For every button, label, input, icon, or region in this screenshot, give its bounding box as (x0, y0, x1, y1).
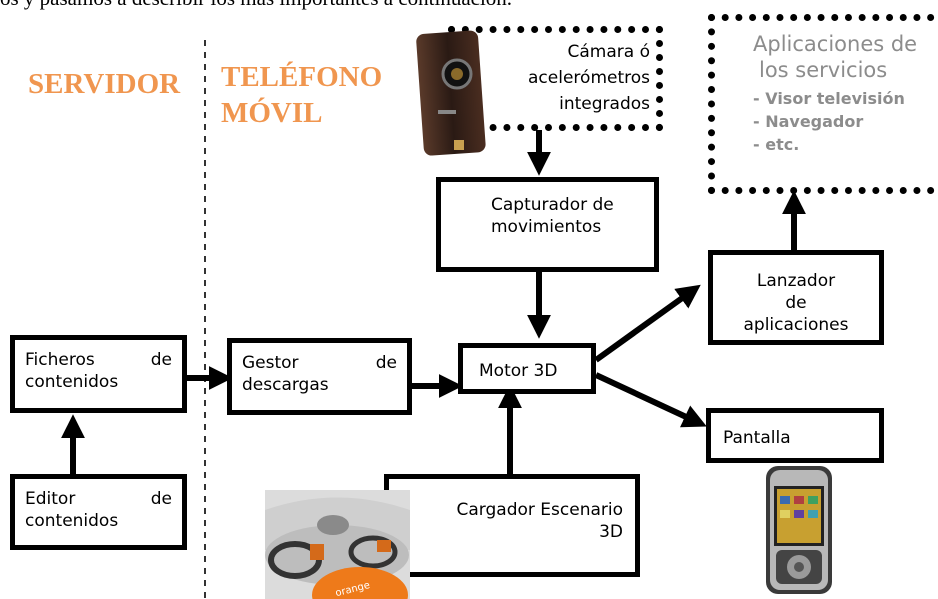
aplicaciones-title-line1: Aplicaciones de (753, 32, 918, 56)
cargador-line1: Cargador Escenario (456, 500, 623, 520)
camara-box: Cámara ó acelerómetros integrados (448, 26, 663, 131)
editor-line2: contenidos (25, 511, 119, 531)
camara-line1: Cámara ó (567, 42, 650, 62)
telefono-movil-label: TELÉFONO MÓVIL (221, 59, 382, 131)
intro-text: os y pasamos a describir los más importa… (0, 0, 512, 11)
lanzador-line2: de (785, 293, 807, 313)
gestor-line2: descargas (242, 375, 329, 395)
gestor-line1: Gestor de (242, 353, 397, 373)
editor-box: Editor de contenidos (10, 474, 187, 550)
mobile-phone-icon (766, 466, 832, 594)
motor-3d-box: Motor 3D (458, 343, 596, 394)
camara-line3: integrados (559, 94, 650, 114)
aplicaciones-item-navegador: - Navegador (753, 112, 864, 131)
ficheros-line1: Ficheros de (25, 350, 172, 370)
ficheros-line2: contenidos (25, 372, 119, 392)
motor-label: Motor 3D (479, 361, 558, 381)
capturador-box: Capturador de movimientos (436, 177, 659, 272)
pantalla-box: Pantalla (706, 408, 884, 463)
telefono-label-line1: TELÉFONO (221, 61, 383, 93)
cargador-box: Cargador Escenario 3D (384, 474, 640, 577)
lanzador-box: Lanzador de aplicaciones (708, 250, 884, 345)
arrow-motor-to-pantalla (594, 372, 707, 428)
gestor-box: Gestor de descargas (227, 338, 412, 415)
camera-phone-icon (416, 30, 486, 156)
editor-line1: Editor de (25, 489, 172, 509)
aplicaciones-item-etc: - etc. (753, 135, 800, 154)
aplicaciones-box: Aplicaciones de los servicios - Visor te… (708, 14, 938, 194)
aplicaciones-item-visor: - Visor televisión (753, 89, 905, 108)
camara-line2: acelerómetros (528, 68, 650, 88)
lanzador-line3: aplicaciones (743, 315, 849, 335)
capturador-line1: Capturador de (491, 195, 614, 215)
aplicaciones-title-line2: los servicios (759, 58, 888, 82)
cargador-line2: 3D (599, 522, 623, 542)
pantalla-label: Pantalla (723, 428, 791, 448)
lanzador-line1: Lanzador (756, 271, 836, 291)
scene-render-image: orange (265, 490, 410, 599)
arrow-motor-to-lanzador (594, 284, 701, 363)
capturador-line2: movimientos (491, 217, 602, 237)
telefono-label-line2: MÓVIL (221, 97, 323, 129)
ficheros-box: Ficheros de contenidos (10, 335, 187, 413)
servidor-label: SERVIDOR (28, 68, 181, 100)
